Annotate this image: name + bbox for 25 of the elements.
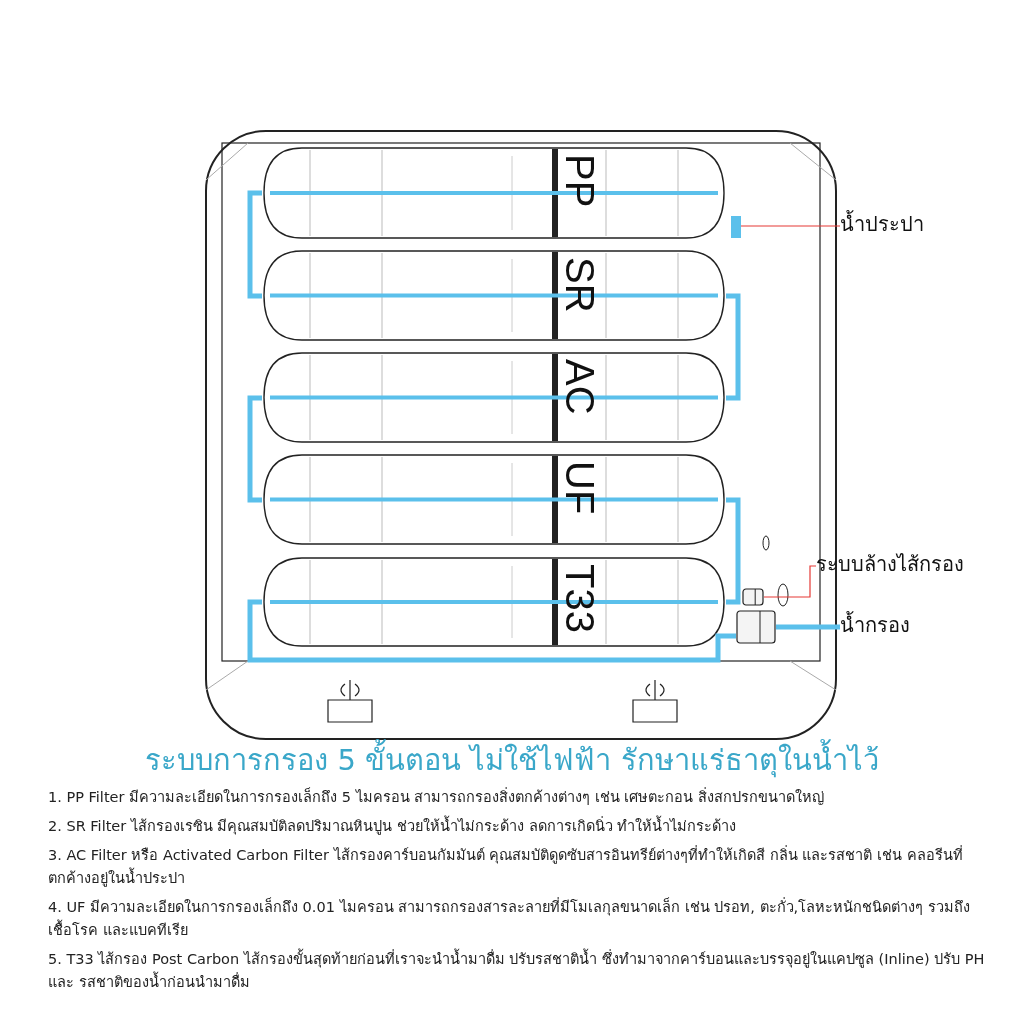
filter-cartridge bbox=[262, 146, 726, 240]
callout-text: น้ำประปา bbox=[840, 210, 924, 238]
water-tube bbox=[247, 599, 736, 663]
filter-cartridge bbox=[262, 351, 726, 444]
description-text: 3. AC Filter หรือ Activated Carbon Filter ไส้กรองคาร์บอนกัมมันต์ คุณสมบัติดูดซับสารอินทรีย์ต่างๆที่ทำให้เกิดสี กลิ่น และรสชาติ เช่น คลอรีนที่ตกค้างอยู่ในน้ำประปา bbox=[48, 844, 964, 889]
water-tube bbox=[776, 624, 840, 630]
filter-cartridge bbox=[262, 453, 726, 546]
description-text: 5. T33 ไส้กรอง Post Carbon ไส้กรองขั้นสุดท้ายก่อนที่เราจะนำน้ำมาดื่ม ปรับรสชาติน้ำ ซึ่งทำมาจากคาร์บอนและบรรจุอยู่ในแคปซูล (Inline) ปรับ PH และ รสชาติของน้ำก่อนนำมาดื่ม bbox=[48, 948, 988, 994]
filter-cartridge bbox=[262, 556, 726, 648]
leader-line bbox=[740, 225, 841, 227]
filter-label: AC bbox=[560, 359, 600, 415]
description-text: 2. SR Filter ไส้กรองเรซิน มีคุณสมบัติลดปริมาณหินปูน ช่วยให้น้ำไม่กระด้าง ลดการเกิดนิ่ว ทำให้น้ำไม่กระด้าง bbox=[48, 815, 988, 838]
filter-label: UF bbox=[560, 461, 600, 515]
filter-label: T33 bbox=[560, 564, 600, 633]
filter-label: PP bbox=[560, 154, 600, 208]
filter-label: SR bbox=[560, 257, 600, 313]
water-tube bbox=[726, 293, 741, 401]
leader-line bbox=[763, 565, 817, 598]
description-text: 4. UF มีความละเอียดในการกรองเล็กถึง 0.01 ไมครอน สามารถกรองสารละลายที่มีโมเลกุลขนาดเล็ก เช่น ปรอท, ตะกั่ว,โลหะหนักชนิดต่างๆ รวมถึงเชื้อโรค และแบคทีเรีย bbox=[48, 896, 971, 940]
water-tube bbox=[726, 497, 741, 605]
water-tube bbox=[247, 395, 262, 503]
water-tube bbox=[247, 190, 262, 299]
description-text: 1. PP Filter มีความละเอียดในการกรองเล็กถึง 5 ไมครอน สามารถกรองสิ่งตกค้างต่างๆ เช่น เศษตะกอน สิ่งสกปรกขนาดใหญ่ bbox=[48, 786, 825, 807]
callout-text: น้ำกรอง bbox=[840, 611, 910, 639]
filter-cartridge bbox=[262, 249, 726, 342]
